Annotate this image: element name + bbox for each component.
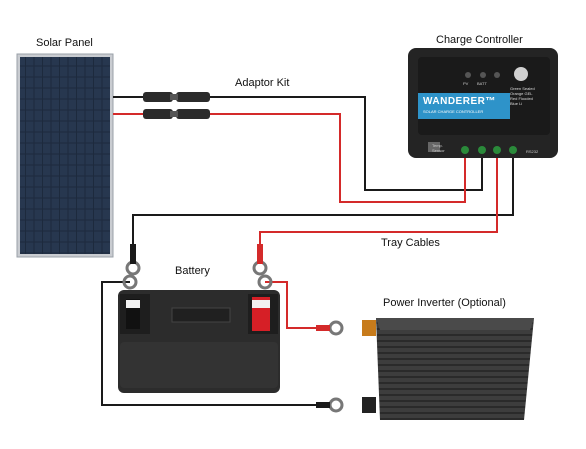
controller-brand: WANDERER™ xyxy=(423,96,496,107)
positive-wires xyxy=(113,113,498,329)
power-inverter xyxy=(362,318,534,420)
solar-panel xyxy=(16,53,114,258)
battery-type-legend: Green Sealed Orange GEL Red Flooded Blue… xyxy=(510,86,535,106)
controller-subtitle: SOLAR CHARGE CONTROLLER xyxy=(423,109,484,114)
power-inverter-label: Power Inverter (Optional) xyxy=(383,297,506,309)
charge-controller-label: Charge Controller xyxy=(436,34,523,46)
inverter-ring-lugs xyxy=(316,320,344,413)
battery-label: Battery xyxy=(175,265,210,277)
battery-ring-lugs xyxy=(122,244,273,290)
rs232-port-label: RS232 xyxy=(526,149,539,154)
battery xyxy=(118,290,280,393)
led-batt-label: BATT xyxy=(477,81,487,86)
charge-controller xyxy=(408,48,558,158)
tray-cables-label: Tray Cables xyxy=(381,237,440,249)
temp-sensor-label: Temp. Sensor xyxy=(432,143,445,153)
adaptor-kit-connectors xyxy=(143,92,210,119)
negative-wires xyxy=(101,96,514,406)
solar-panel-label: Solar Panel xyxy=(36,37,93,49)
adaptor-kit-label: Adaptor Kit xyxy=(235,77,290,89)
led-pv-label: PV xyxy=(463,81,469,86)
